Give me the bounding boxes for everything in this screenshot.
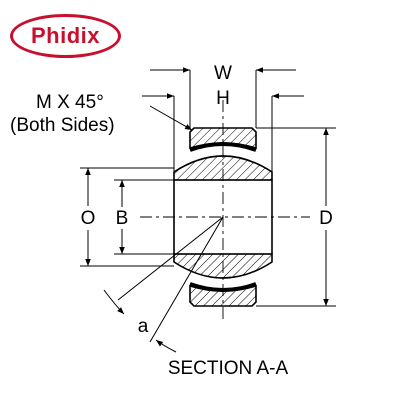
- label-b: B: [116, 208, 129, 229]
- label-chamfer: M X 45°: [36, 92, 104, 113]
- inner-ball-top: [173, 155, 273, 181]
- angle-arrow-1: [103, 289, 125, 315]
- chamfer-leader: [149, 105, 193, 131]
- section-caption: SECTION A-A: [168, 358, 289, 379]
- label-h: H: [216, 88, 230, 109]
- label-both-sides: (Both Sides): [10, 115, 115, 136]
- label-d: D: [319, 208, 333, 229]
- logo-text: Phidix: [30, 23, 100, 48]
- angle-line-1: [117, 216, 224, 301]
- angle-arrow-2: [155, 339, 177, 353]
- label-a: a: [138, 316, 149, 337]
- phidix-logo: Phidix: [10, 14, 121, 58]
- label-o: O: [81, 208, 96, 229]
- label-w: W: [214, 63, 232, 84]
- liner-top: [189, 142, 257, 152]
- angle-line-2: [149, 216, 224, 343]
